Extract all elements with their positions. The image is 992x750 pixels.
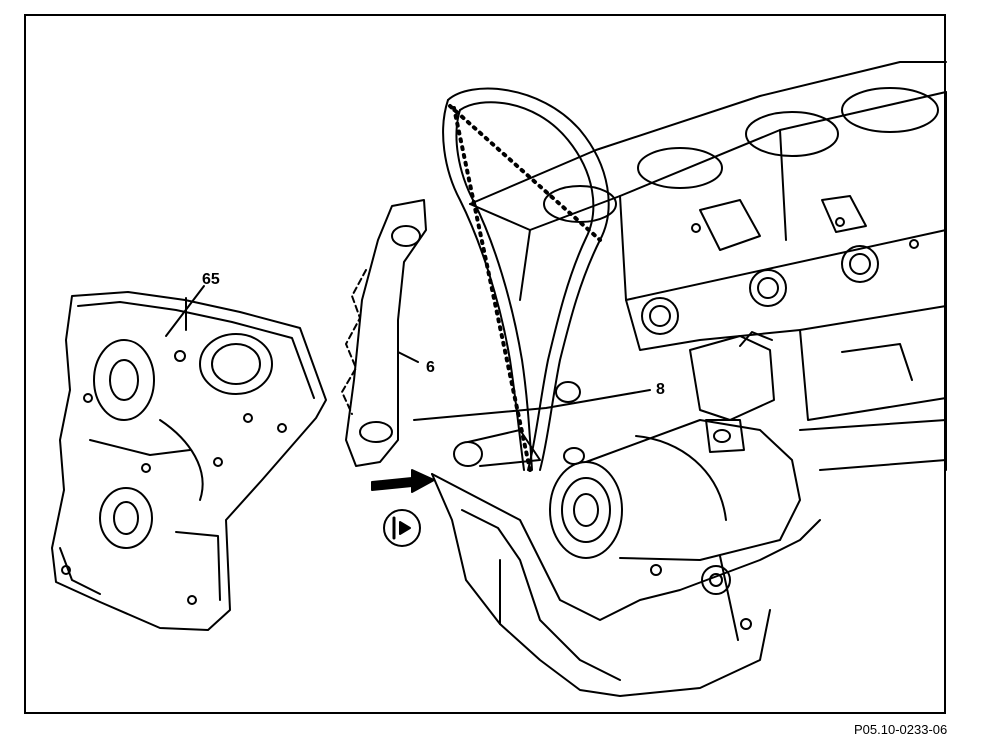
engine-block — [469, 61, 947, 471]
push-direction-arrow — [371, 469, 435, 493]
part-label-6: 6 — [426, 359, 435, 376]
leader-line-8 — [413, 389, 651, 421]
figure-id: P05.10-0233-06 — [854, 722, 948, 737]
leader-line-65 — [165, 285, 205, 337]
arrow-in-circle-icon — [383, 509, 421, 547]
part-label-65: 65 — [202, 271, 220, 288]
leader-line-6 — [397, 351, 419, 363]
timing-chain — [442, 87, 610, 472]
tensioner-assembly — [555, 331, 775, 465]
oil-pan — [431, 473, 821, 697]
guide-rail — [341, 199, 427, 467]
part-label-8: 8 — [656, 381, 665, 398]
timing-case-cover — [51, 291, 327, 631]
